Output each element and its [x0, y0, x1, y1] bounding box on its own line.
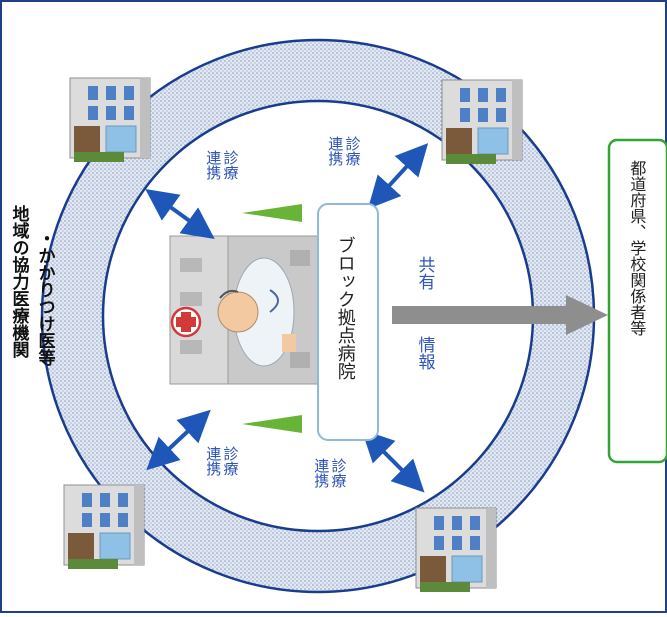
info-share-arrow — [392, 295, 608, 335]
link-label-bottom-left: 診療 連携 — [204, 446, 239, 476]
link-label-line-2: 連携 — [312, 458, 331, 488]
building-icon — [63, 484, 145, 570]
link-label-line-2: 連携 — [326, 136, 345, 166]
link-label-line-1: 診療 — [329, 458, 348, 488]
link-label-line-2: 連携 — [204, 150, 223, 180]
building-icon — [69, 77, 151, 163]
info-share-label-2: 情報 — [414, 336, 435, 370]
link-label-line-1: 診療 — [221, 150, 240, 180]
target-label-text: 都道府県、学校関係者等 — [627, 160, 647, 336]
hub-box — [317, 203, 379, 441]
target-label: 都道府県、学校関係者等 — [627, 160, 647, 450]
hub-label-text: ブロック拠点病院 — [334, 236, 356, 380]
side-title: 地域の協力医療機関 — [8, 205, 29, 445]
link-label-line-1: 診療 — [343, 136, 362, 166]
hub-label: ブロック拠点病院 — [334, 236, 356, 426]
link-label-bottom-right: 診療 連携 — [312, 458, 347, 488]
link-label-line-1: 診療 — [221, 446, 240, 476]
link-label-top-right: 診療 連携 — [326, 136, 361, 166]
link-label-line-2: 連携 — [204, 446, 223, 476]
info-share-line-2: 共有 — [414, 256, 435, 290]
side-title-sub: ・かかりつけ医等 — [34, 230, 55, 450]
link-label-top-left: 診療 連携 — [204, 150, 239, 180]
tree-icon — [242, 204, 302, 433]
target-box — [607, 138, 667, 464]
double-arrow — [145, 143, 429, 493]
info-share-label: 共有 — [414, 256, 435, 290]
side-title-line-1: 地域の協力医療機関 — [8, 205, 29, 358]
doctor-icon — [217, 257, 296, 367]
side-title-line-2: ・かかりつけ医等 — [34, 230, 55, 366]
building-icon — [441, 79, 523, 165]
building-icon — [415, 507, 497, 593]
info-share-line-1: 情報 — [414, 336, 435, 370]
